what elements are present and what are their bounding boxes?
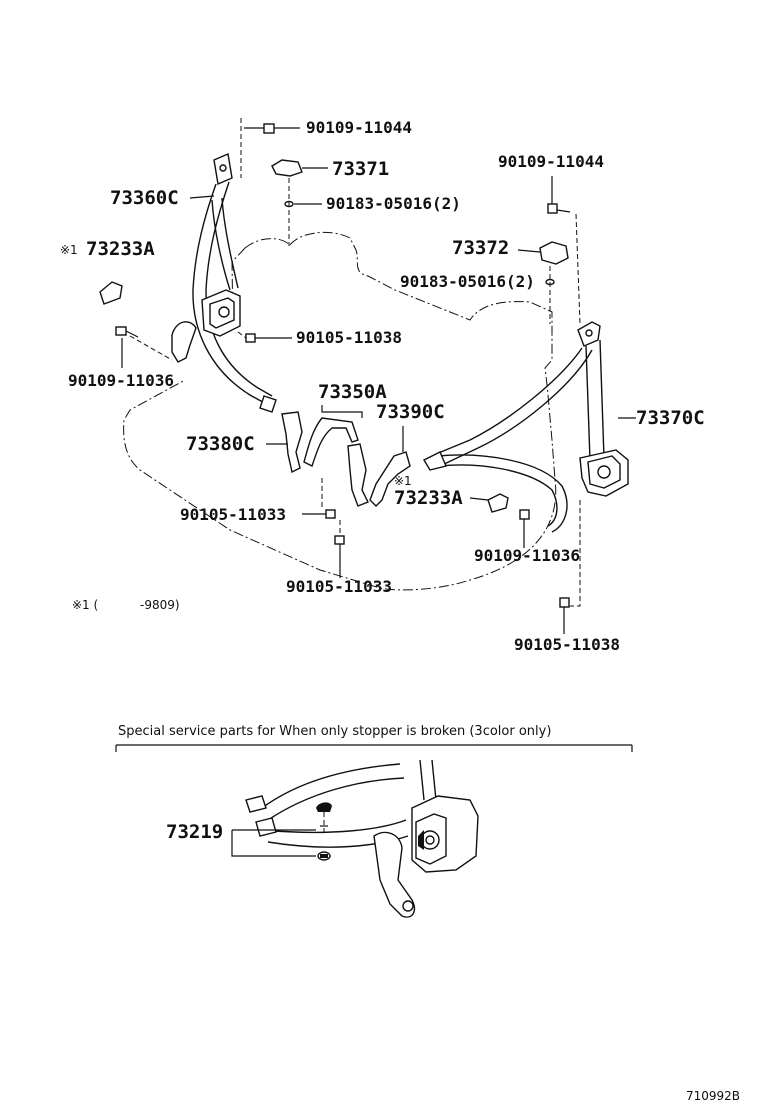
cover-73372 — [539, 241, 569, 265]
bolt-90105-11038-left — [245, 333, 292, 343]
stopper-73233a-right — [487, 493, 509, 513]
label-90183-05016-a: 90183-05016(2) — [326, 194, 461, 213]
footnote-range: -9809) — [140, 598, 180, 612]
bolt-90105-11033-b — [334, 535, 345, 578]
right-belt-assembly — [423, 321, 636, 533]
left-belt-assembly — [171, 153, 277, 413]
label-73390c: 73390C — [376, 401, 445, 423]
drawing-code: 710992B — [686, 1089, 740, 1103]
bolt-90109-11044-right — [547, 176, 571, 214]
label-73233a-a-mark: ※1 — [60, 243, 78, 257]
buckle-73390c — [369, 451, 411, 507]
label-90183-05016-b: 90183-05016(2) — [400, 272, 535, 291]
bolt-90109-11044-top — [244, 123, 275, 134]
label-90109-11036-a: 90109-11036 — [68, 371, 174, 390]
bolt-90109-11036-right — [519, 509, 530, 548]
label-90105-11038-a: 90105-11038 — [296, 328, 402, 347]
bolt-90109-11036-left — [115, 326, 139, 338]
label-90109-11036-b: 90109-11036 — [474, 546, 580, 565]
label-73233a-b-mark: ※1 — [394, 474, 412, 488]
label-90105-11038-b: 90105-11038 — [514, 635, 620, 654]
buckle-73350a — [303, 417, 369, 507]
special-section-bracket — [115, 744, 633, 752]
label-73233a-a: 73233A — [86, 238, 155, 260]
label-73233a-b: 73233A — [394, 487, 463, 509]
stopper-73233a-left — [99, 281, 123, 305]
label-73360c: 73360C — [110, 187, 179, 209]
label-73372: 73372 — [452, 237, 509, 259]
label-73380c: 73380C — [186, 433, 255, 455]
leader-73219 — [231, 830, 316, 857]
label-73371: 73371 — [332, 158, 389, 180]
buckle-73380c — [266, 411, 303, 474]
label-90109-11044-b: 90109-11044 — [498, 152, 604, 171]
bolt-90105-11038-right — [559, 597, 570, 634]
label-73219: 73219 — [166, 821, 223, 843]
bolt-90105-11033-a — [302, 509, 336, 519]
label-90109-11044-a: 90109-11044 — [306, 118, 412, 137]
cover-73371 — [271, 159, 303, 177]
footnote-mark: ※1 ( — [72, 598, 98, 612]
special-belt-detail — [245, 759, 479, 918]
label-73350a: 73350A — [318, 381, 387, 403]
label-73370c: 73370C — [636, 407, 705, 429]
special-section-title: Special service parts for When only stop… — [118, 724, 551, 739]
label-90105-11033-a: 90105-11033 — [180, 505, 286, 524]
label-90105-11033-b: 90105-11033 — [286, 577, 392, 596]
